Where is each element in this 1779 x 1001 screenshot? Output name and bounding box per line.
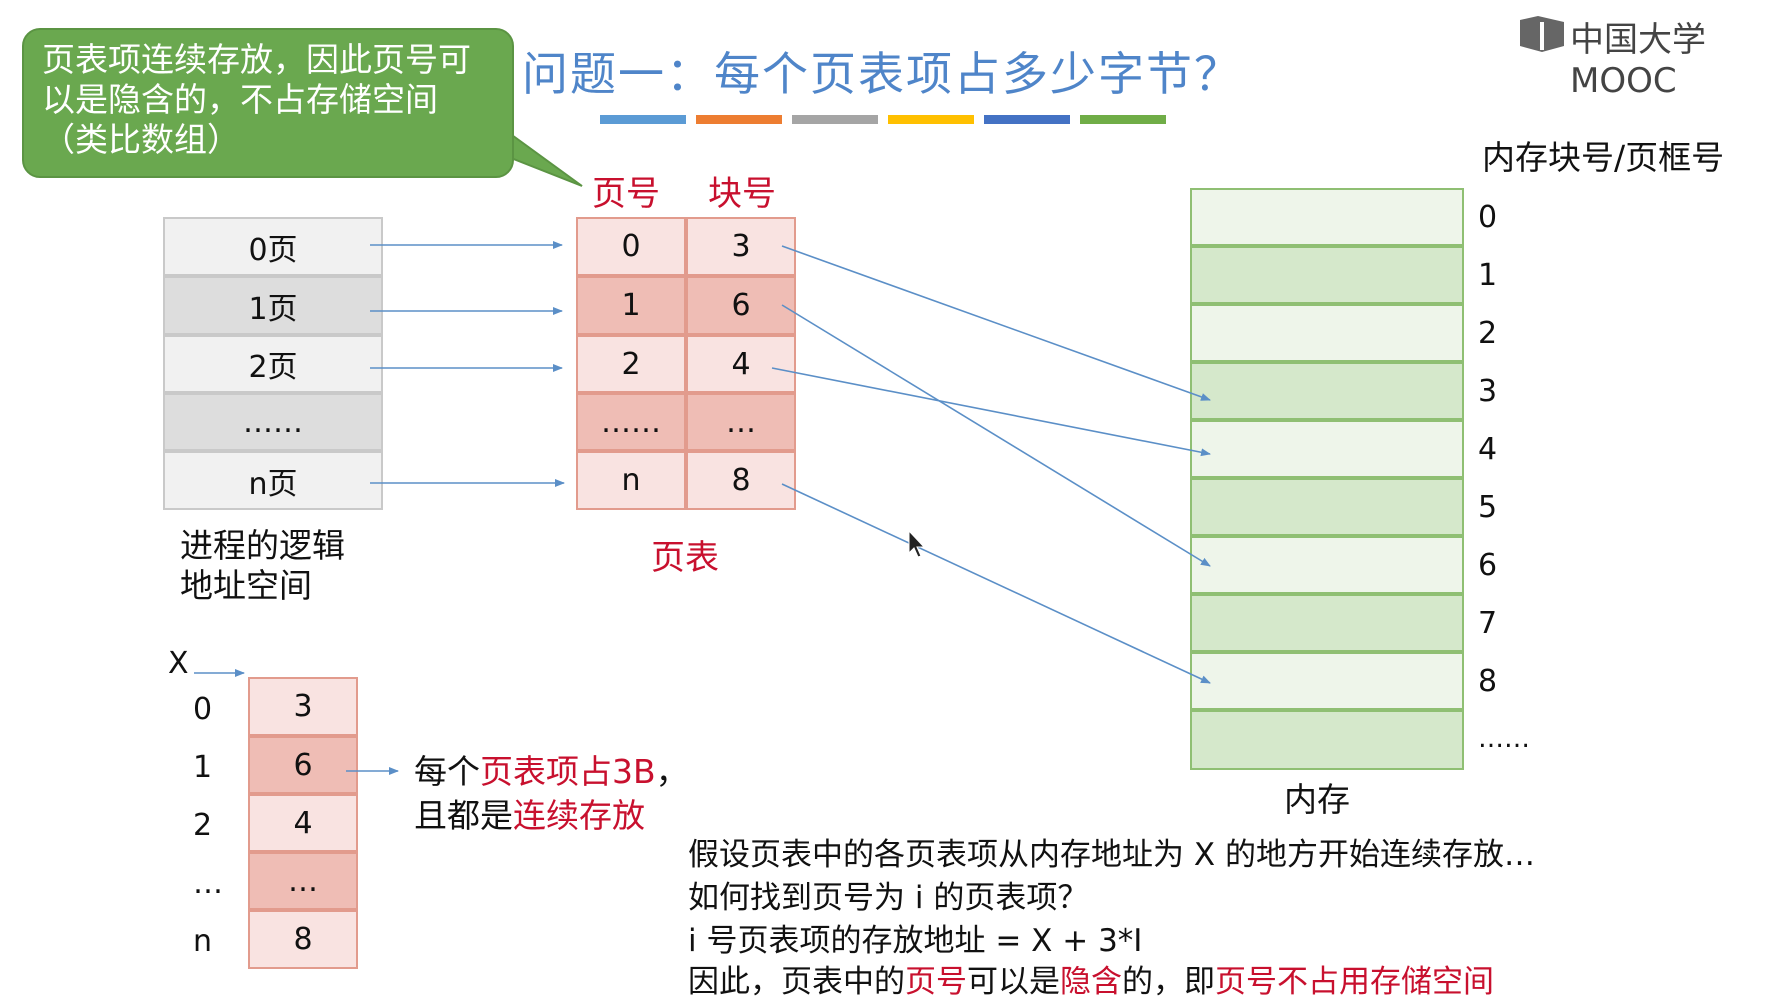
page-table-page-n: n xyxy=(576,451,686,510)
memory-block-5 xyxy=(1190,478,1464,536)
stored-value-n: 8 xyxy=(248,910,358,969)
memory-index-1: 1 xyxy=(1478,258,1498,293)
stored-index-ellipsis: … xyxy=(193,866,223,901)
page-table-block-0: 3 xyxy=(686,217,796,276)
page-table-page-2: 2 xyxy=(576,335,686,393)
memory-index-7: 7 xyxy=(1478,606,1498,641)
memory-index-8: 8 xyxy=(1478,664,1498,699)
title-bar-yellow xyxy=(888,115,974,124)
logo-text: 中国大学MOOC xyxy=(1570,20,1706,101)
logical-page-ellipsis: …… xyxy=(163,393,383,451)
bottom-line4-a: 因此，页表中的 xyxy=(688,964,905,1000)
memory-block-0 xyxy=(1190,188,1464,246)
memory-index-more: …… xyxy=(1478,724,1530,754)
stored-index-0: 0 xyxy=(193,692,213,727)
logical-page-n: n页 xyxy=(163,451,383,510)
logical-page-0: 0页 xyxy=(163,217,383,276)
arrow-block6-to-memory xyxy=(781,304,1211,567)
bottom-line-2: 如何找到页号为 i 的页表项？ xyxy=(688,880,1089,916)
bottom-line-4: 因此，页表中的页号可以是隐含的，即页号不占用存储空间 xyxy=(688,956,1494,1001)
bottom-line4-b: 页号 xyxy=(905,964,967,1000)
callout-text: 页表项连续存放，因此页号可以是隐含的，不占存储空间（类比数组） xyxy=(42,40,471,159)
bottom-line4-e: 的，即 xyxy=(1122,964,1215,1000)
slide-title: 问题一：每个页表项占多少字节？ xyxy=(522,47,1242,101)
stored-note-suffix: ， xyxy=(655,752,689,791)
memory-index-4: 4 xyxy=(1478,432,1498,467)
page-table-block-ellipsis: … xyxy=(686,393,796,451)
logical-page-2: 2页 xyxy=(163,335,383,393)
stored-value-2: 4 xyxy=(248,794,358,852)
arrow-block8-to-memory xyxy=(781,483,1211,684)
stored-note-line2: 且都是连续存放 xyxy=(414,796,645,836)
page-table-page-0: 0 xyxy=(576,217,686,276)
page-table-block-2: 4 xyxy=(686,335,796,393)
memory-block-1 xyxy=(1190,246,1464,304)
bottom-line4-c: 可以是 xyxy=(967,964,1060,1000)
stored-note-prefix: 每个 xyxy=(414,752,480,791)
memory-index-3: 3 xyxy=(1478,374,1498,409)
page-table-label: 页表 xyxy=(651,538,719,578)
page-table-page-1: 1 xyxy=(576,276,686,335)
memory-block-4 xyxy=(1190,420,1464,478)
logical-space-label-2: 地址空间 xyxy=(180,566,312,605)
memory-index-2: 2 xyxy=(1478,316,1498,351)
memory-block-8 xyxy=(1190,652,1464,710)
stored-index-2: 2 xyxy=(193,808,213,843)
memory-block-more xyxy=(1190,710,1464,770)
mooc-logo-icon xyxy=(1520,16,1564,52)
stored-table-start-label: X xyxy=(168,646,189,681)
memory-index-5: 5 xyxy=(1478,490,1498,525)
page-table-block-n: 8 xyxy=(686,451,796,510)
title-bar-green xyxy=(1080,115,1166,124)
memory-header: 内存块号/页框号 xyxy=(1482,138,1725,177)
memory-block-3 xyxy=(1190,362,1464,420)
memory-index-0: 0 xyxy=(1478,200,1498,235)
stored-note-red: 页表项占3B xyxy=(480,752,656,791)
stored-note-line1: 每个页表项占3B， xyxy=(414,752,689,792)
stored-index-1: 1 xyxy=(193,750,213,785)
arrow-block3-to-memory xyxy=(781,245,1211,401)
stored-note2-red: 连续存放 xyxy=(513,796,645,835)
page-table-page-ellipsis: …… xyxy=(576,393,686,451)
stored-note2-prefix: 且都是 xyxy=(414,796,513,835)
logical-space-label-1: 进程的逻辑 xyxy=(180,526,345,565)
memory-index-6: 6 xyxy=(1478,548,1498,583)
memory-block-7 xyxy=(1190,594,1464,652)
arrow-block4-to-memory xyxy=(771,367,1211,457)
stored-value-ellipsis: … xyxy=(248,852,358,910)
stored-value-1: 6 xyxy=(248,736,358,794)
memory-block-6 xyxy=(1190,536,1464,594)
page-table-header-block: 块号 xyxy=(708,174,776,214)
bottom-line4-d: 隐含 xyxy=(1060,964,1122,1000)
stored-value-0: 3 xyxy=(248,677,358,736)
stored-index-n: n xyxy=(193,924,213,959)
logical-page-1: 1页 xyxy=(163,276,383,335)
callout-bubble: 页表项连续存放，因此页号可以是隐含的，不占存储空间（类比数组） xyxy=(22,28,514,178)
bottom-line-3: i 号页表项的存放地址 = X + 3*I xyxy=(688,923,1143,959)
bottom-line4-f: 页号不占用存储空间 xyxy=(1215,964,1494,1000)
title-bar-gray xyxy=(792,115,878,124)
memory-block-2 xyxy=(1190,304,1464,362)
page-table-header-page: 页号 xyxy=(592,174,660,214)
mouse-cursor-icon xyxy=(908,529,926,558)
title-bar-darkblue xyxy=(984,115,1070,124)
title-bar-orange xyxy=(696,115,782,124)
page-table-block-1: 6 xyxy=(686,276,796,335)
title-bar-blue xyxy=(600,115,686,124)
bottom-line-1: 假设页表中的各页表项从内存地址为 X 的地方开始连续存放… xyxy=(688,837,1535,873)
memory-label: 内存 xyxy=(1284,780,1350,819)
